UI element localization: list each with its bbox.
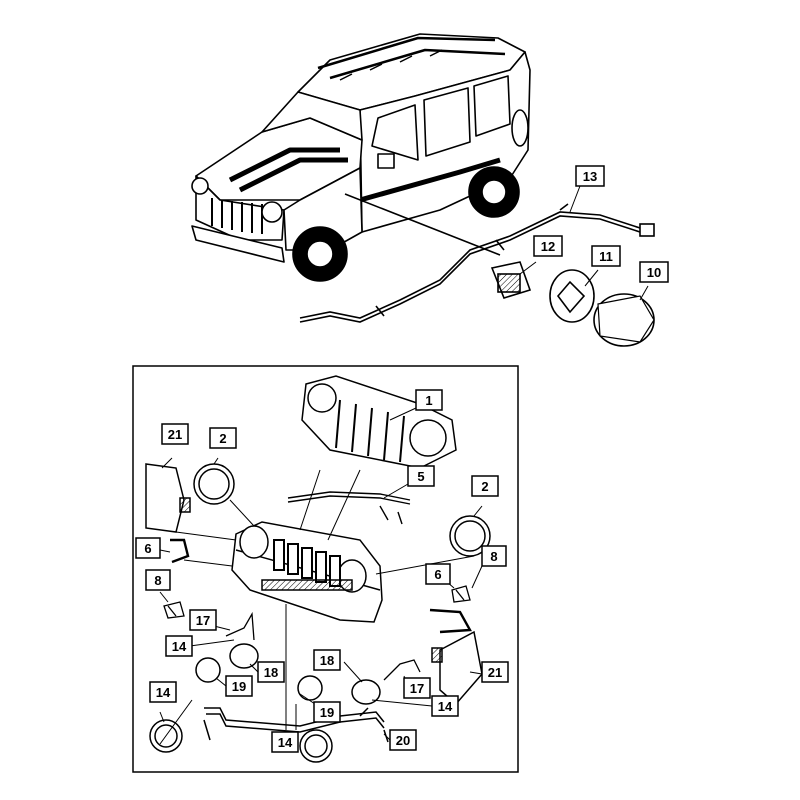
callout-18-left: 18 [257, 661, 285, 683]
svg-text:18: 18 [320, 653, 334, 668]
leader-lines-top [519, 185, 649, 301]
svg-text:6: 6 [144, 541, 151, 556]
callout-14-d: 14 [271, 731, 299, 753]
callout-5: 5 [407, 465, 435, 487]
svg-text:21: 21 [168, 427, 182, 442]
svg-text:13: 13 [583, 169, 597, 184]
bracket-right [429, 608, 472, 634]
side-marker-left [145, 463, 191, 533]
callout-1: 1 [415, 389, 443, 411]
callout-19-right: 19 [313, 701, 341, 723]
svg-text:14: 14 [156, 685, 171, 700]
svg-text:10: 10 [647, 265, 661, 280]
clip-right [451, 585, 471, 603]
svg-text:18: 18 [264, 665, 278, 680]
svg-text:20: 20 [396, 733, 410, 748]
callout-14-a: 14 [165, 635, 193, 657]
callout-13: 13 [575, 165, 605, 187]
svg-text:17: 17 [410, 681, 424, 696]
callout-11: 11 [591, 245, 621, 267]
svg-text:1: 1 [425, 393, 432, 408]
svg-text:8: 8 [490, 549, 497, 564]
harness-20 [203, 707, 389, 743]
callout-21-left: 21 [161, 423, 189, 445]
svg-text:8: 8 [154, 573, 161, 588]
callout-6-right: 6 [425, 563, 451, 585]
fog-lamp-harness-top [299, 193, 655, 323]
svg-text:14: 14 [172, 639, 187, 654]
callout-8-left: 8 [145, 569, 171, 591]
svg-text:2: 2 [481, 479, 488, 494]
callout-8-right: 8 [481, 545, 507, 567]
callout-2-left: 2 [209, 427, 237, 449]
front-fascia [231, 521, 383, 623]
harness-17-right [383, 659, 421, 681]
callout-10: 10 [639, 261, 669, 283]
svg-text:6: 6 [434, 567, 441, 582]
callout-17-left: 17 [189, 609, 217, 631]
grille-reinforcement [301, 375, 457, 469]
svg-text:19: 19 [232, 679, 246, 694]
clip-left [163, 601, 185, 619]
callout-14-b: 14 [149, 681, 177, 703]
svg-text:12: 12 [541, 239, 555, 254]
harness-5 [287, 491, 411, 525]
callout-17-right: 17 [403, 677, 431, 699]
callout-18-right: 18 [313, 649, 341, 671]
callout-2-right: 2 [471, 475, 499, 497]
callout-6-left: 6 [135, 537, 161, 559]
fog-lamp-assembly [490, 261, 655, 347]
svg-text:19: 19 [320, 705, 334, 720]
fog-lamp-right [297, 675, 381, 763]
callout-21-right: 21 [481, 661, 509, 683]
lamp-bezel-left [193, 463, 235, 505]
callout-19-left: 19 [225, 675, 253, 697]
svg-text:2: 2 [219, 431, 226, 446]
callout-20: 20 [389, 729, 417, 751]
svg-text:21: 21 [488, 665, 502, 680]
lamp-bezel-right [449, 515, 491, 557]
svg-text:5: 5 [417, 469, 424, 484]
harness-17-left [225, 611, 255, 641]
svg-text:17: 17 [196, 613, 210, 628]
vehicle-illustration [191, 33, 531, 282]
svg-text:11: 11 [599, 249, 613, 264]
bracket-left [170, 538, 190, 564]
side-marker-right [431, 630, 483, 706]
svg-text:14: 14 [438, 699, 453, 714]
callout-14-c: 14 [431, 695, 459, 717]
callout-12: 12 [533, 235, 563, 257]
svg-text:14: 14 [278, 735, 293, 750]
